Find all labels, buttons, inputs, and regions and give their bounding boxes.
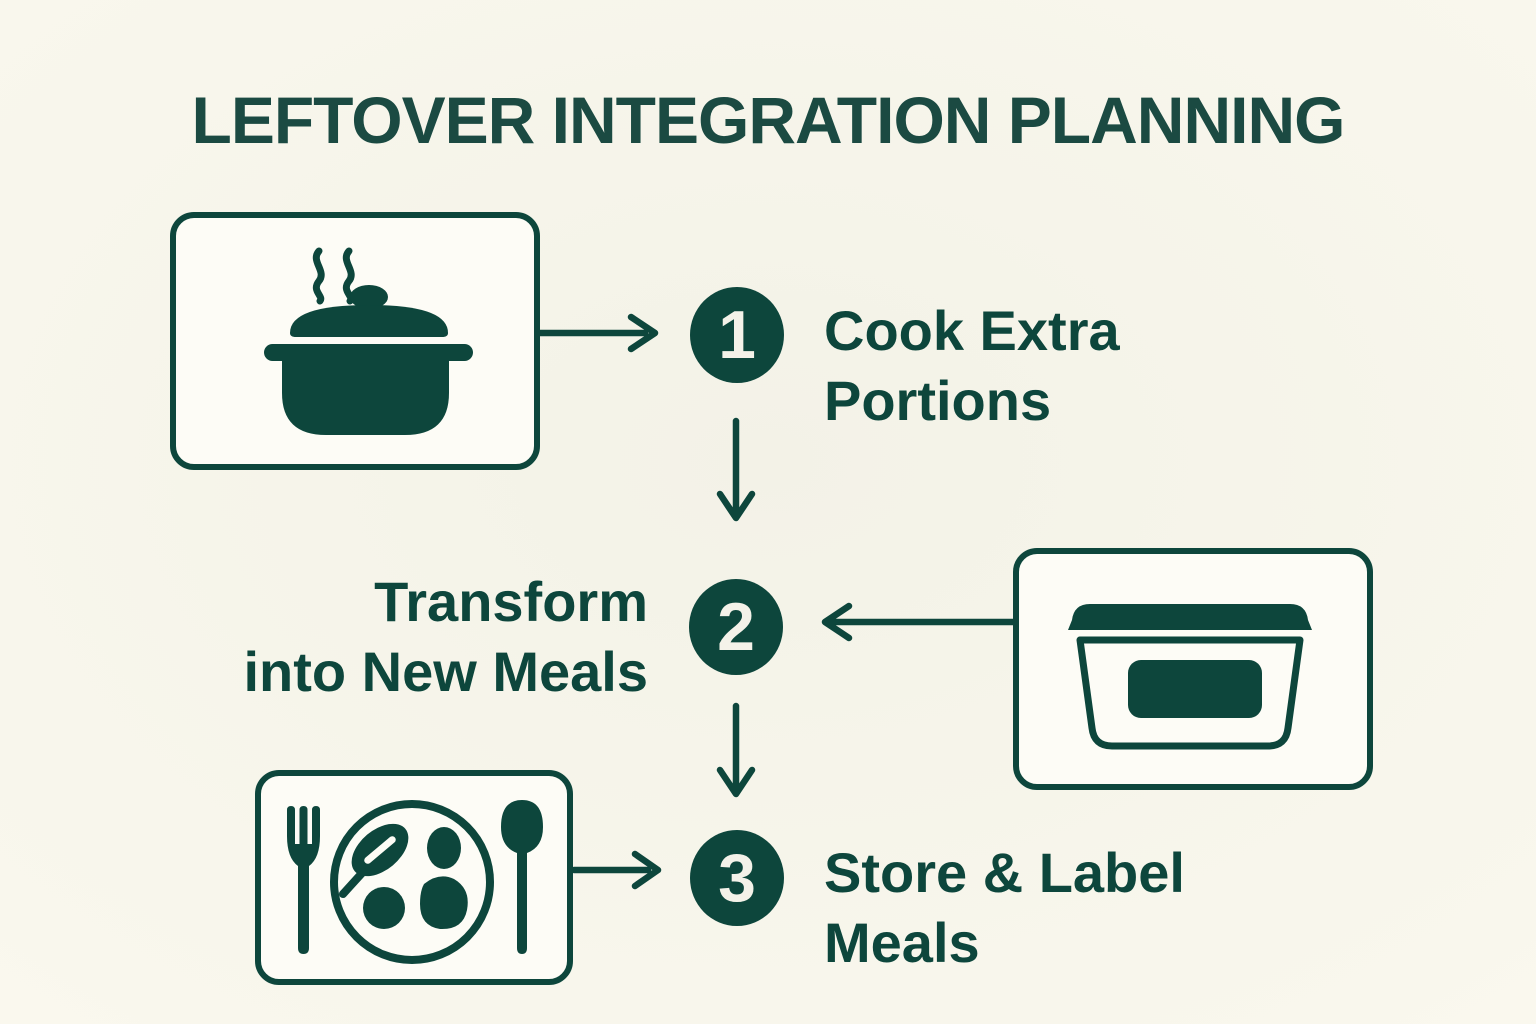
container-label — [1128, 660, 1262, 718]
fork-icon — [287, 806, 320, 954]
container-lid — [1068, 604, 1312, 630]
step-1-label: Cook Extra Portions — [824, 296, 1120, 436]
step-1-label-line1: Cook Extra — [824, 299, 1120, 362]
step-3-label: Store & Label Meals — [824, 838, 1185, 978]
container-body — [1076, 636, 1304, 750]
step-1-badge: 1 — [690, 287, 784, 383]
leaf-stem — [339, 868, 367, 898]
steam-line — [312, 247, 325, 305]
leaf-vein — [364, 836, 396, 864]
pot-lid-knob — [350, 285, 388, 309]
pot-lid — [290, 305, 448, 337]
leaf-garnish — [351, 823, 409, 877]
steam-line — [342, 247, 355, 305]
step-3-badge: 3 — [690, 830, 784, 926]
steaming-pot-icon — [264, 247, 473, 435]
step-1-label-line2: Portions — [824, 369, 1052, 432]
step-2-label-line2: into New Meals — [243, 640, 648, 703]
plate-with-cutlery-icon — [287, 800, 543, 964]
step-2-label-line1: Transform — [374, 570, 648, 633]
step-3-number: 3 — [718, 840, 756, 916]
plate-circle — [330, 800, 494, 964]
pot-body — [282, 354, 449, 435]
arrow-container-to-step2 — [821, 602, 1017, 642]
arrow-step2-to-step3 — [716, 702, 756, 798]
food-container-box — [1013, 548, 1373, 790]
arrow-step1-to-step2 — [716, 417, 756, 522]
step-2-number: 2 — [717, 589, 755, 665]
step-2-label: Transform into New Meals — [243, 567, 648, 707]
food-blob — [420, 876, 468, 930]
step-2-badge: 2 — [689, 579, 783, 675]
food-round — [363, 887, 405, 929]
food-egg — [427, 827, 461, 869]
step-1-number: 1 — [718, 297, 756, 373]
step-3-label-line1: Store & Label — [824, 841, 1185, 904]
arrow-pot-to-step1 — [536, 313, 659, 353]
step-3-label-line2: Meals — [824, 911, 980, 974]
arrow-plate-to-step3 — [570, 850, 662, 890]
page-title: LEFTOVER INTEGRATION PLANNING — [191, 83, 1346, 157]
spoon-icon — [501, 800, 543, 954]
food-container-icon — [1068, 604, 1312, 750]
